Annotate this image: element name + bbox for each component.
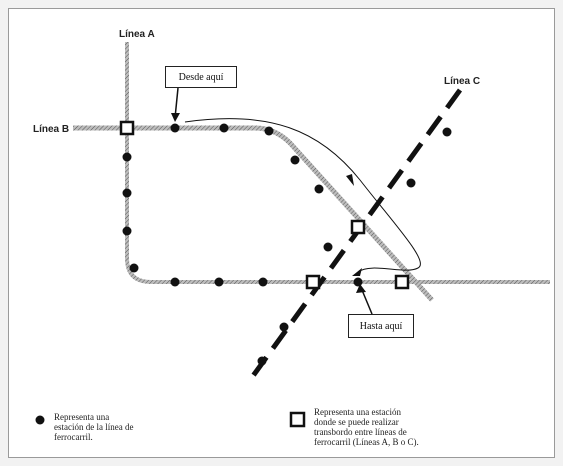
route-arrowhead-mid xyxy=(346,174,354,186)
legend-transfer-line: transbordo entre líneas de xyxy=(314,427,407,437)
route-arrowhead-end xyxy=(352,268,362,276)
line-b-track xyxy=(73,125,434,302)
transfer-station xyxy=(394,274,410,290)
transfer-station xyxy=(119,120,135,136)
station xyxy=(122,226,132,236)
diagram-frame xyxy=(8,8,555,458)
legend-station-line: Representa una xyxy=(54,412,110,422)
legend-transfer-icon xyxy=(289,411,306,428)
station xyxy=(314,184,324,194)
station xyxy=(279,322,289,332)
station xyxy=(290,155,300,165)
to-pointer xyxy=(361,289,373,315)
station xyxy=(257,356,267,366)
line-c-label: Línea C xyxy=(444,76,480,87)
legend-station-line: ferrocarril. xyxy=(54,432,93,442)
route-path xyxy=(184,118,421,273)
legend-transfer-line: donde se puede realizar xyxy=(314,417,399,427)
to-callout: Hasta aquí xyxy=(348,314,414,338)
line-c-track xyxy=(247,88,463,382)
legend-station-text: Representa una estación de la línea de f… xyxy=(54,412,133,442)
station xyxy=(122,152,132,162)
from-callout: Desde aquí xyxy=(165,66,237,88)
legend-transfer-line: Representa una estación xyxy=(314,407,401,417)
station xyxy=(258,277,268,287)
station xyxy=(264,126,274,136)
station xyxy=(129,263,139,273)
station xyxy=(170,277,180,287)
station xyxy=(122,188,132,198)
from-pointer-arrow xyxy=(171,113,180,122)
legend-station-icon xyxy=(35,415,45,425)
station xyxy=(219,123,229,133)
line-a-label: Línea A xyxy=(119,29,155,40)
station xyxy=(170,123,180,133)
station xyxy=(442,127,452,137)
transfer-station xyxy=(350,219,366,235)
station xyxy=(214,277,224,287)
line-b-label: Línea B xyxy=(33,124,69,135)
from-callout-text: Desde aquí xyxy=(178,71,224,83)
transfer-station xyxy=(305,274,321,290)
to-pointer-arrow xyxy=(356,284,366,293)
station xyxy=(323,242,333,252)
to-callout-text: Hasta aquí xyxy=(359,320,403,332)
legend-transfer-text: Representa una estación donde se puede r… xyxy=(314,407,419,447)
line-a-track xyxy=(125,42,550,284)
legend-station-line: estación de la línea de xyxy=(54,422,134,432)
station xyxy=(406,178,416,188)
station xyxy=(353,277,363,287)
legend-transfer-line: ferrocarril (Líneas A, B o C). xyxy=(314,437,419,447)
